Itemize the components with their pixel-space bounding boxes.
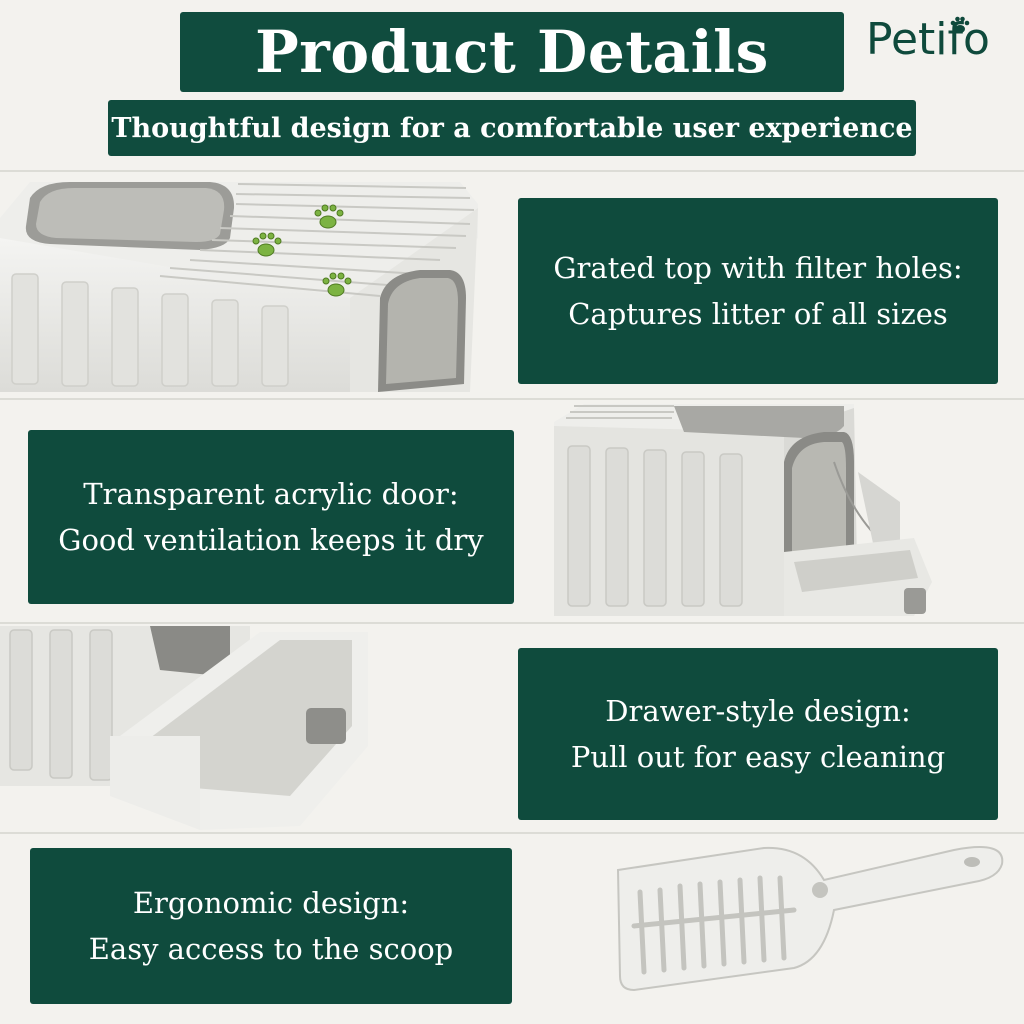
grated-top-product-image	[0, 182, 478, 392]
feature-card-ergonomic: Ergonomic design: Easy access to the sco…	[30, 848, 512, 1004]
feature-title: Grated top with filter holes:	[553, 251, 963, 285]
feature-title: Ergonomic design:	[132, 886, 410, 920]
feature-card-acrylic-door: Transparent acrylic door: Good ventilati…	[28, 430, 514, 604]
page-title-banner: Product Details	[180, 12, 844, 92]
drawer-product-image	[0, 626, 368, 830]
paw-icon	[950, 16, 970, 33]
brand-logo: Petifo	[866, 14, 990, 65]
feature-title: Drawer-style design:	[605, 694, 911, 728]
feature-card-grated-top: Grated top with filter holes: Captures l…	[518, 198, 998, 384]
feature-description: Pull out for easy cleaning	[570, 740, 946, 774]
page-subtitle: Thoughtful design for a comfortable user…	[111, 112, 913, 144]
page-subtitle-banner: Thoughtful design for a comfortable user…	[108, 100, 916, 156]
feature-description: Good ventilation keeps it dry	[58, 523, 484, 557]
feature-card-drawer: Drawer-style design: Pull out for easy c…	[518, 648, 998, 820]
feature-description: Captures litter of all sizes	[568, 297, 948, 331]
section-divider	[0, 832, 1024, 834]
section-divider	[0, 622, 1024, 624]
feature-title: Transparent acrylic door:	[83, 477, 459, 511]
paw-print	[252, 204, 352, 297]
page-title: Product Details	[255, 18, 769, 86]
feature-description: Easy access to the scoop	[88, 932, 454, 966]
scoop-product-image	[616, 846, 1004, 992]
acrylic-door-product-image	[554, 404, 932, 616]
section-divider	[0, 398, 1024, 400]
section-divider	[0, 170, 1024, 172]
